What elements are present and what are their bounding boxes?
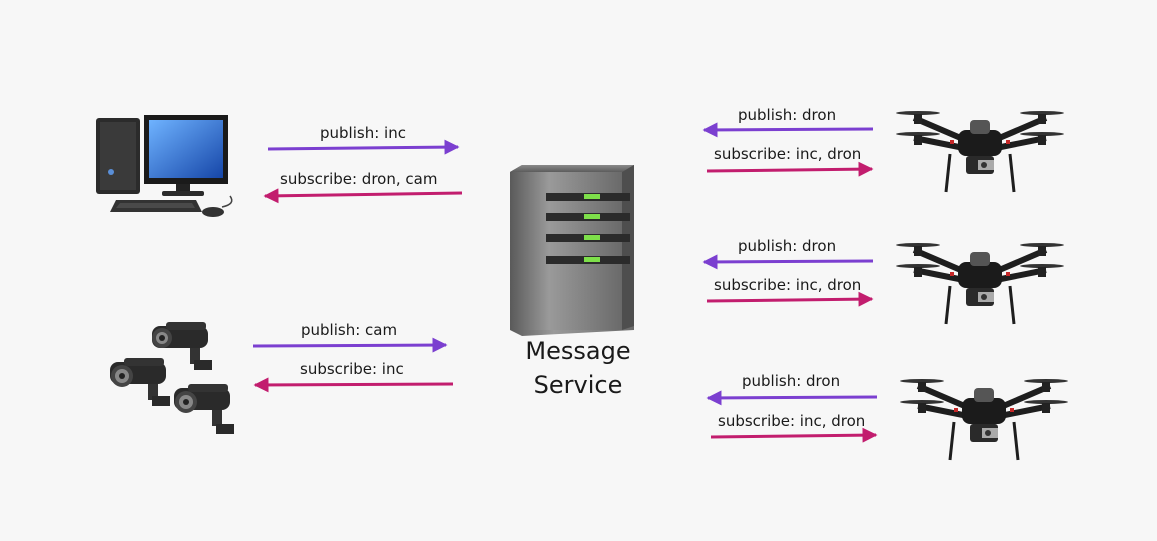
drone-1-publish-arrow [702,122,874,138]
server-label: Message Service [508,334,648,402]
computer-icon [96,115,233,217]
computer-publish-arrow [267,139,460,155]
computer-subscribe-label: subscribe: dron, cam [280,170,438,188]
drone-icon-3 [900,379,1068,461]
cameras-publish-label: publish: cam [301,321,398,339]
drone-1-publish-label: publish: dron [738,106,837,124]
drone-2-subscribe-label: subscribe: inc, dron [714,276,862,294]
drone-2-publish-arrow [702,254,874,270]
drone-1-subscribe-arrow [706,161,874,177]
cameras-icon [110,322,234,434]
cameras-subscribe-label: subscribe: inc [300,360,404,378]
server-label-line2: Service [533,371,623,399]
drone-3-subscribe-arrow [710,427,878,443]
server-label-line1: Message [525,337,631,365]
drone-3-subscribe-label: subscribe: inc, dron [718,412,866,430]
drone-1-subscribe-label: subscribe: inc, dron [714,145,862,163]
drone-2-publish-label: publish: dron [738,237,837,255]
drone-3-publish-arrow [706,390,878,406]
computer-publish-label: publish: inc [320,124,406,142]
cameras-subscribe-arrow [253,377,454,393]
drone-3-publish-label: publish: dron [742,372,841,390]
drone-2-subscribe-arrow [706,291,874,307]
drone-icon-1 [896,111,1064,193]
computer-subscribe-arrow [263,188,463,204]
cameras-publish-arrow [252,337,448,353]
server-icon [510,165,634,336]
drone-icon-2 [896,243,1064,325]
